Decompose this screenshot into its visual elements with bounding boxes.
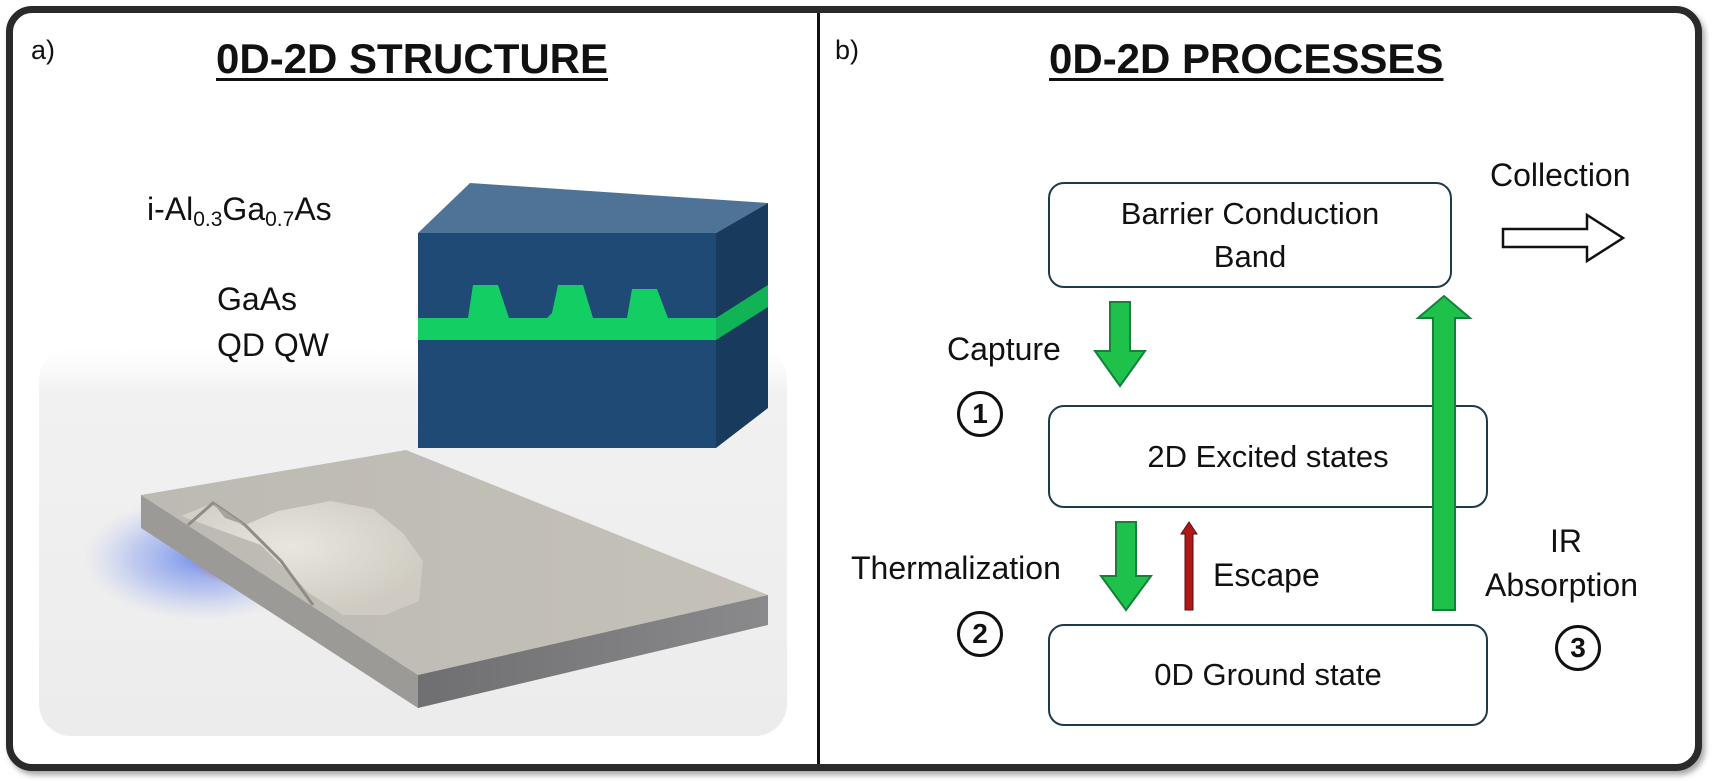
qd-qw-layer-side: [716, 285, 768, 340]
block-side-face: [716, 203, 768, 448]
thermalization-label: Thermalization: [851, 550, 1061, 586]
structure-illustration: [39, 183, 787, 736]
escape-arrow: [1180, 521, 1198, 611]
capture-arrow: [1093, 301, 1147, 388]
ir-label: IR: [1550, 523, 1582, 559]
absorption-label: Absorption: [1485, 567, 1638, 603]
ground-state-box: 0D Ground state: [1048, 624, 1488, 726]
slab-front: [141, 495, 418, 708]
ir-absorption-arrow: [1415, 294, 1473, 611]
figure-frame: a) 0D-2D STRUCTURE: [6, 6, 1702, 771]
panel-b-tag: b): [835, 35, 860, 65]
barrier-material-label: i-Al0.3Ga0.7As: [147, 191, 332, 231]
panel-a-title: 0D-2D STRUCTURE: [216, 35, 609, 82]
ridge-shadow: [213, 503, 245, 525]
escape-label: Escape: [1213, 557, 1320, 593]
panel-a-tag: a): [31, 35, 56, 65]
thermalization-arrow: [1099, 521, 1153, 612]
collection-arrow: [1501, 212, 1626, 264]
block-top-face: [418, 183, 768, 233]
process-arrows: [1093, 212, 1626, 612]
step-3-badge: 3: [1555, 625, 1601, 671]
panel-b-title: 0D-2D PROCESSES: [1049, 35, 1444, 82]
step-2-badge: 2: [957, 611, 1003, 657]
qd-qw-label: QD QW: [217, 327, 329, 363]
step-1-badge: 1: [957, 391, 1003, 437]
slab-side: [418, 595, 768, 708]
heterostructure-block: [418, 183, 768, 448]
excited-states-box: 2D Excited states: [1048, 405, 1488, 508]
slab-top: [141, 450, 768, 675]
panel-divider: [817, 13, 820, 764]
crater: [181, 501, 423, 615]
collection-label: Collection: [1490, 157, 1631, 193]
gaas-slab: [141, 450, 768, 708]
capture-label: Capture: [947, 331, 1061, 367]
qd-qw-layer-front: [418, 285, 716, 340]
gaas-label: GaAs: [217, 281, 298, 317]
